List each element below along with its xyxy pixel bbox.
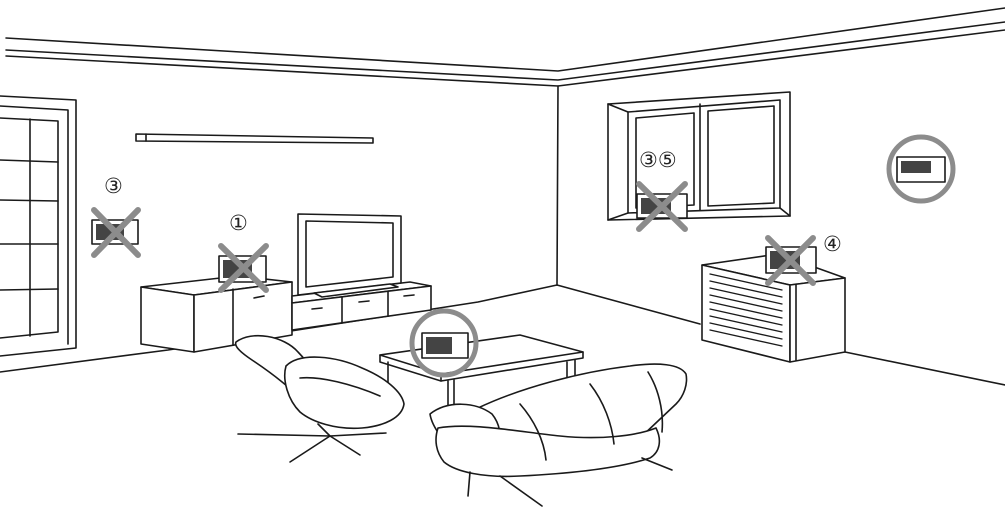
device-coffee-table <box>422 333 468 358</box>
label-window: ③⑤ <box>639 150 677 171</box>
lounge-chair <box>236 336 404 462</box>
wall-shelf <box>136 134 373 143</box>
device-right-wall <box>897 157 945 182</box>
label-left-wall: ③ <box>104 176 123 197</box>
window <box>608 92 790 220</box>
door <box>0 96 76 356</box>
label-sideboard: ① <box>229 213 248 234</box>
label-radiator: ④ <box>823 234 842 255</box>
sofa <box>430 364 687 506</box>
ceiling-cornice <box>6 8 1005 86</box>
television <box>298 214 401 297</box>
